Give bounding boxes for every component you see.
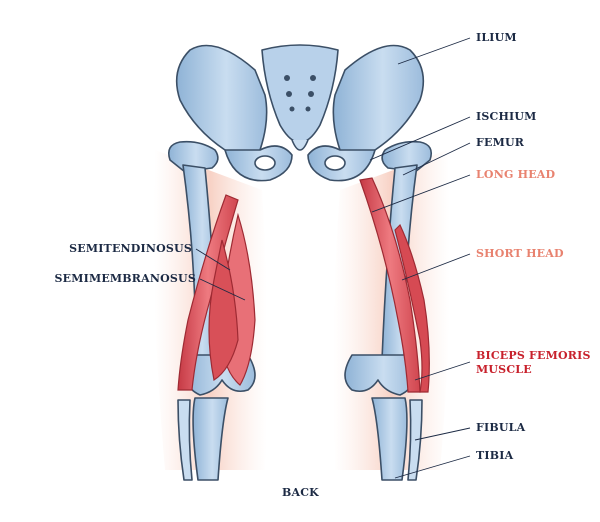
left-fibula [177,399,193,481]
label-short-head: SHORT HEAD [476,247,564,260]
view-label-back: BACK [282,486,319,499]
coccyx [291,139,309,151]
label-tibia: TIBIA [476,449,514,462]
label-long-head: LONG HEAD [476,168,556,181]
sacral-foramina [284,75,316,112]
semimembranosus-belly [208,239,239,381]
right-tibia [371,397,408,481]
label-ilium: ILIUM [476,31,517,44]
label-semitendinosus: SEMITENDINOSUS [69,242,192,255]
lower-leg-bones [177,397,423,481]
label-femur: FEMUR [476,136,525,149]
label-biceps-femoris-line1: BICEPS FEMORIS [476,349,591,362]
short-head-muscle [394,223,430,393]
left-hamstrings [177,194,256,391]
leader-lines [195,37,471,479]
pelvis [175,44,425,182]
label-fibula: FIBULA [476,421,526,434]
right-hamstrings [359,177,430,393]
sacrum [261,44,339,144]
left-tibia [192,397,229,481]
left-ilium [175,44,268,155]
label-biceps-femoris-line2: MUSCLE [476,363,532,376]
label-ischium: ISCHIUM [476,110,537,123]
right-ilium [332,44,425,155]
label-semimembranosus: SEMIMEMBRANOSUS [54,272,196,285]
